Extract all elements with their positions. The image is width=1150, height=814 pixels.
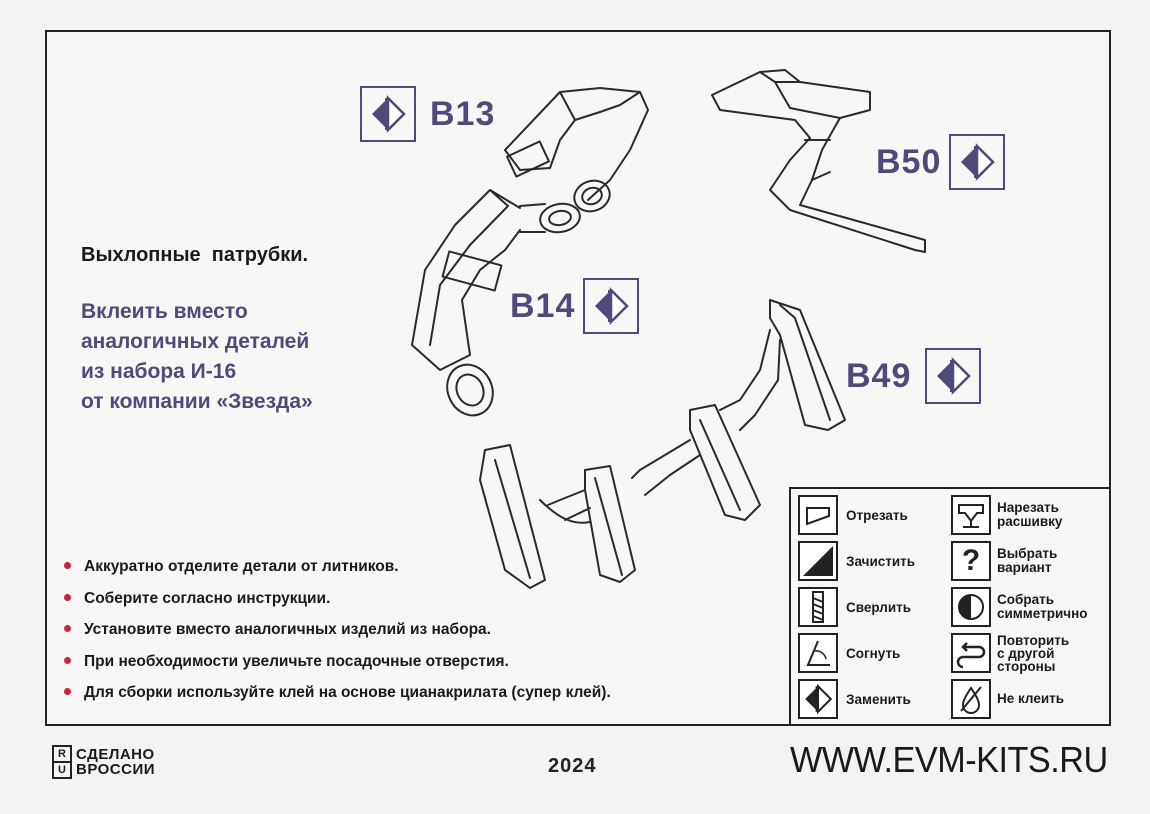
replace-icon [949, 134, 1006, 190]
legend-item-bend: Согнуть [798, 633, 900, 673]
callout-label: B50 [876, 142, 942, 181]
legend-item-no-glue: Не клеить [951, 679, 1064, 719]
website-url: WWW.EVM-KITS.RU [790, 739, 1108, 780]
list-item: Для сборки используйте клей на основе ци… [64, 682, 611, 714]
part-b13-drawing [504, 87, 649, 213]
instruction-list: Аккуратно отделите детали от литников. С… [64, 556, 611, 714]
drill-icon [798, 587, 838, 627]
bullet-dot-icon [64, 656, 71, 664]
callout-b13: B13 [360, 86, 495, 142]
repeat-icon [951, 633, 991, 673]
section-heading: Выхлопные патрубки. [81, 244, 309, 266]
callout-b49: B49 [846, 348, 982, 404]
no-glue-icon [951, 679, 991, 719]
made-in-russia-badge: R U СДЕЛАНО ВРОССИИ [52, 745, 155, 779]
bullet-dot-icon [64, 562, 71, 569]
year-label: 2024 [548, 755, 597, 777]
replace-icon [360, 86, 416, 142]
list-item: Аккуратно отделите детали от литников. [64, 556, 611, 588]
legend-item-sand: Зачистить [798, 541, 915, 581]
description-line: аналогичных деталей [81, 330, 310, 353]
callout-b50: B50 [876, 134, 1006, 190]
legend-item-drill: Сверлить [798, 587, 911, 627]
replace-icon [925, 348, 982, 404]
list-item: При необходимости увеличьте посадочные о… [64, 651, 611, 683]
section-description: Вклеить вместо аналогичных деталей из на… [81, 297, 313, 417]
bend-icon [798, 633, 838, 673]
bullet-dot-icon [64, 593, 71, 601]
legend-item-replace: Заменить [798, 679, 911, 719]
legend-item-cut: Отрезать [798, 495, 908, 535]
made-in-line: СДЕЛАНО [76, 746, 155, 763]
ru-logo-icon: R U [52, 745, 72, 779]
list-item: Установите вместо аналогичных изделий из… [64, 619, 611, 651]
description-line: Вклеить вместо [81, 300, 248, 323]
question-icon: ? [951, 541, 991, 581]
made-in-line: ВРОССИИ [76, 761, 156, 778]
cut-icon [798, 495, 838, 535]
callout-label: B13 [430, 94, 496, 133]
callout-label: B14 [510, 286, 576, 325]
list-item: Соберите согласно инструкции. [64, 588, 611, 620]
replace-icon [798, 679, 838, 719]
bullet-dot-icon [64, 688, 71, 695]
description-line: из набора И-16 [81, 360, 237, 383]
bullet-dot-icon [64, 625, 71, 632]
scribe-icon [951, 495, 991, 535]
callout-label: B49 [846, 356, 912, 395]
sand-icon [798, 541, 838, 581]
part-b49-drawing [479, 299, 846, 589]
part-b50-drawing [711, 69, 926, 253]
replace-icon [583, 278, 640, 334]
part-b14-drawing [411, 189, 581, 417]
description-line: от компании «Звезда» [81, 390, 313, 413]
symbol-legend: Отрезать Зачистить Сверлить Согнуть Заме… [789, 487, 1111, 726]
callout-b14: B14 [510, 278, 640, 334]
symmetric-icon [951, 587, 991, 627]
